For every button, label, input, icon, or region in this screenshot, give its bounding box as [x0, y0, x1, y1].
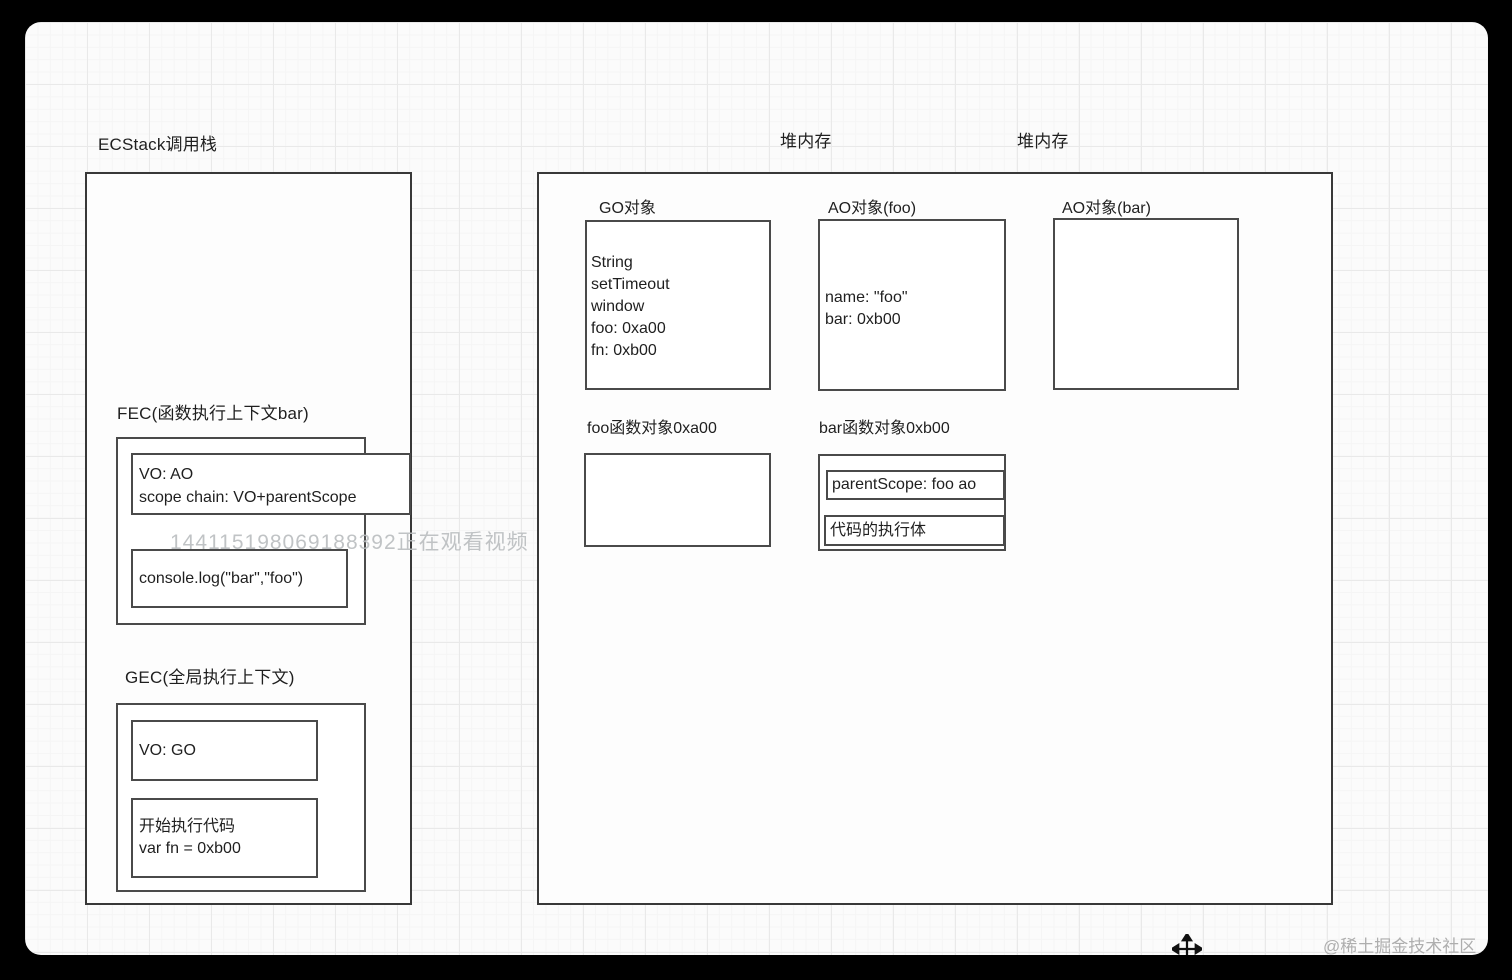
go-line: foo: 0xa00 [591, 320, 666, 337]
bar-fn-label: bar函数对象0xb00 [819, 420, 950, 437]
go-object-label: GO对象 [599, 200, 656, 217]
heap-title-left: 堆内存 [780, 132, 832, 151]
ao-foo-label: AO对象(foo) [828, 200, 917, 217]
vo-ao-line: VO: AO [139, 466, 194, 483]
foo-fn-label: foo函数对象0xa00 [587, 420, 717, 437]
code-body-text: 代码的执行体 [830, 521, 927, 539]
start-code-box: 开始执行代码 var fn = 0xb00 [131, 798, 318, 878]
viewer-watermark: 144115198069188392正在观看视频 [170, 531, 529, 554]
go-line: setTimeout [591, 276, 670, 293]
vo-go-box: VO: GO [131, 720, 318, 781]
go-object-box: String setTimeout window foo: 0xa00 fn: … [585, 220, 771, 390]
ao-bar-box [1053, 218, 1239, 390]
scope-chain-line: scope chain: VO+parentScope [139, 489, 357, 506]
foo-fn-box [584, 453, 771, 547]
var-fn-line: var fn = 0xb00 [139, 840, 241, 857]
go-line: String [591, 254, 633, 271]
start-code-line: 开始执行代码 [139, 818, 236, 835]
whiteboard-canvas: ECStack调用栈 FEC(函数执行上下文bar) VO: AO scope … [25, 22, 1488, 955]
console-log-box: console.log("bar","foo") [131, 549, 348, 608]
gec-label: GEC(全局执行上下文) [125, 668, 295, 687]
go-line: window [591, 298, 645, 315]
ao-foo-box: name: "foo" bar: 0xb00 [818, 219, 1006, 391]
parent-scope-box: parentScope: foo ao [826, 470, 1005, 500]
site-credit-watermark: @稀土掘金技术社区 [1323, 937, 1477, 955]
console-log-text: console.log("bar","foo") [139, 569, 304, 587]
ao-bar-label: AO对象(bar) [1062, 200, 1151, 217]
move-cursor-icon [1169, 931, 1205, 955]
heap-title-right: 堆内存 [1017, 132, 1069, 151]
ao-foo-line: name: "foo" [825, 289, 908, 306]
vo-go-text: VO: GO [139, 741, 196, 759]
ao-foo-line: bar: 0xb00 [825, 311, 901, 328]
fec-label: FEC(函数执行上下文bar) [117, 404, 309, 423]
vo-ao-box: VO: AO scope chain: VO+parentScope [131, 453, 411, 515]
parent-scope-text: parentScope: foo ao [832, 476, 977, 493]
ecstack-title: ECStack调用栈 [98, 135, 218, 154]
go-line: fn: 0xb00 [591, 342, 657, 359]
code-body-box: 代码的执行体 [824, 515, 1005, 546]
